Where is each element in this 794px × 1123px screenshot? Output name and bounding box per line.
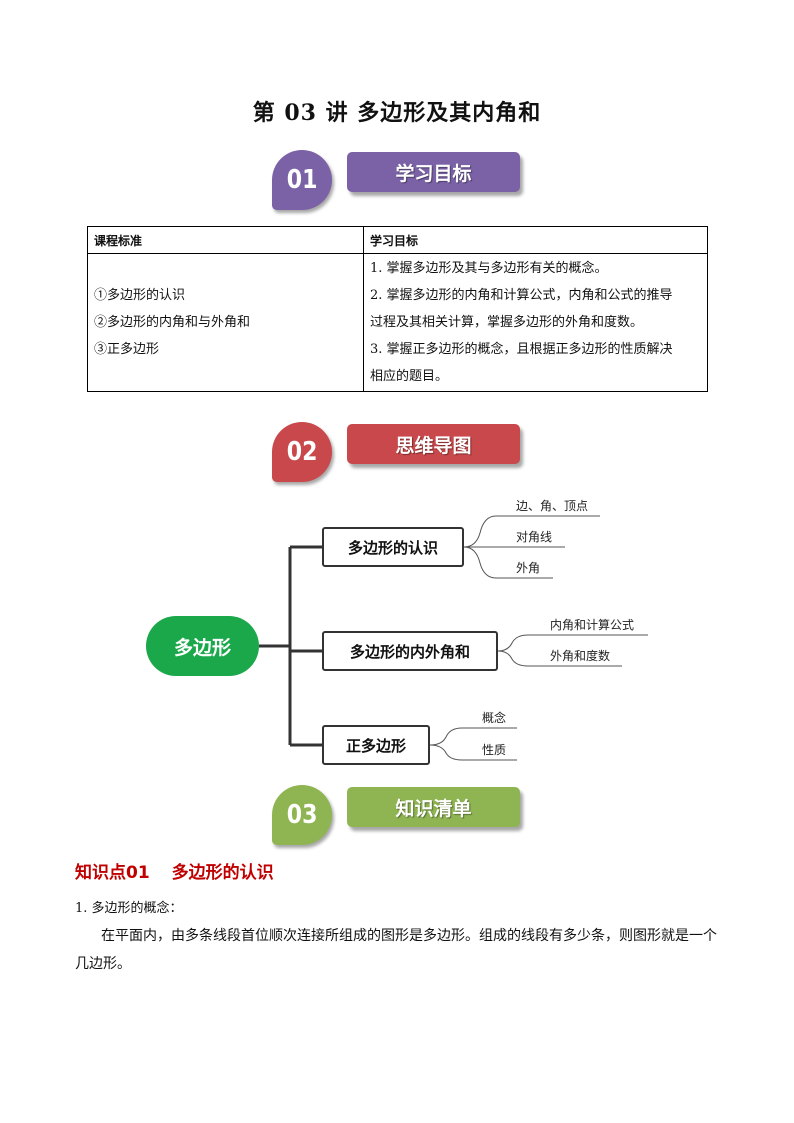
goal-line: 1. 掌握多边形及其与多边形有关的概念。 [370,261,608,276]
goal-line: 3. 掌握正多边形的概念，且根据正多边形的性质解决 [370,342,673,357]
knowledge-point-title: 多边形的认识 [171,863,274,883]
goal-line: 过程及其相关计算，掌握多边形的外角和度数。 [370,315,644,330]
mind-map-connectors [259,515,648,761]
mind-map-branch-node: 正多边形 [322,725,430,765]
section-title-bar: 知识清单 [347,787,520,827]
goal-line: 2. 掌握多边形的内角和计算公式，内角和公式的推导 [370,288,673,303]
mind-map-branch-node: 多边形的内外角和 [322,631,498,671]
mind-map-leaf: 边、角、顶点 [516,499,589,513]
section-title-bar: 学习目标 [347,152,520,192]
section-number-badge: 03 [272,785,332,845]
section-header-01: 01 学习目标 [272,150,532,212]
table-header-goals: 学习目标 [363,226,708,254]
standard-item: ①多边形的认识 [94,288,186,303]
mind-map-branch-node: 多边形的认识 [322,527,464,567]
page-title: 第 03 讲 多边形及其内角和 [252,100,542,126]
goal-line: 相应的题目。 [370,369,449,384]
goals-cell: 1. 掌握多边形及其与多边形有关的概念。 2. 掌握多边形的内角和计算公式，内角… [363,253,708,392]
section-header-03: 03 知识清单 [272,785,532,847]
standard-item: ②多边形的内角和与外角和 [94,315,251,330]
section-title-bar: 思维导图 [347,424,520,464]
section-number-badge: 01 [272,150,332,210]
knowledge-point-number: 知识点01 [75,863,150,883]
mind-map-leaf: 内角和计算公式 [550,618,635,632]
concept-paragraph: 在平面内，由多条线段首位顺次连接所组成的图形是多边形。组成的线段有多少条，则图形… [75,928,717,972]
mind-map-leaf: 概念 [482,711,507,725]
standards-cell: ①多边形的认识 ②多边形的内角和与外角和 ③正多边形 [87,253,364,392]
table-header-standards: 课程标准 [87,226,364,254]
concept-item: 1. 多边形的概念： [75,901,183,916]
standard-item: ③正多边形 [94,342,160,357]
knowledge-point-heading: 知识点01 多边形的认识 [75,858,296,883]
mind-map-leaf: 性质 [482,743,507,757]
mind-map-leaf: 外角 [516,561,541,575]
mind-map-leaf: 外角和度数 [550,649,611,663]
section-number-badge: 02 [272,422,332,482]
mind-map: 多边形 多边形的认识 多边形的内外角和 正多边形 边、角、顶点 对角线 外角 内… [0,485,794,785]
mind-map-root-node: 多边形 [146,616,259,676]
mind-map-leaf: 对角线 [516,530,553,544]
section-header-02: 02 思维导图 [272,422,532,484]
goals-table: 课程标准 学习目标 ①多边形的认识 ②多边形的内角和与外角和 ③正多边形 1. … [87,226,708,392]
